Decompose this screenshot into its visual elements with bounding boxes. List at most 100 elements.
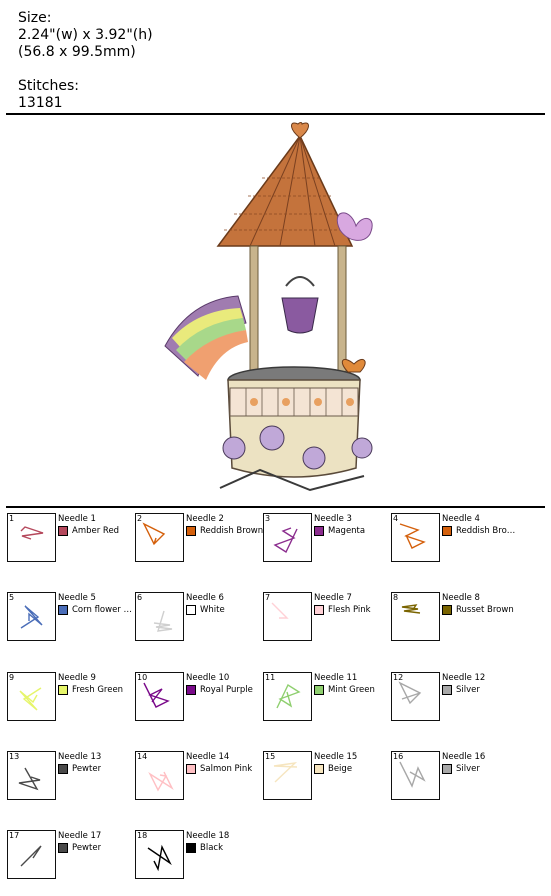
- stitch-path: [147, 844, 172, 872]
- needle-label: Needle 2: [186, 514, 224, 524]
- needle-number: 8: [393, 593, 399, 602]
- needle-thumbnail: 11: [263, 672, 312, 721]
- stitch-path: [20, 605, 43, 629]
- needle-number: 7: [265, 593, 271, 602]
- color-name: Royal Purple: [200, 685, 253, 695]
- needle-number: 1: [9, 514, 15, 523]
- color-swatch: [314, 685, 324, 695]
- color-swatch: [314, 526, 324, 536]
- color-swatch: [442, 605, 452, 615]
- needle-number: 18: [137, 831, 148, 840]
- stitch-path: [20, 845, 42, 867]
- color-swatch: [186, 605, 196, 615]
- stitch-path: [18, 767, 41, 791]
- color-swatch: [58, 843, 68, 853]
- needle-thumbnail: 15: [263, 751, 312, 800]
- stitch-path: [276, 683, 301, 709]
- color-name: Reddish Brown: [200, 526, 263, 536]
- color-name: Silver: [456, 685, 480, 695]
- color-swatch: [186, 764, 196, 774]
- stitch-path: [142, 522, 166, 546]
- needle-label: Needle 16: [442, 752, 486, 762]
- needle-thumbnail: 18: [135, 830, 184, 879]
- design-info: Size: 2.24"(w) x 3.92"(h) (56.8 x 99.5mm…: [18, 10, 153, 112]
- color-name: White: [200, 605, 225, 615]
- needle-thumbnail: 5: [7, 592, 56, 641]
- stitches-label: Stitches:: [18, 78, 79, 94]
- needle-stitch-preview: [273, 527, 298, 554]
- color-swatch: [186, 526, 196, 536]
- needle-number: 14: [137, 752, 148, 761]
- needle-thumbnail: 8: [391, 592, 440, 641]
- stitch-path: [153, 610, 173, 632]
- needle-label: Needle 12: [442, 673, 486, 683]
- size-mm: (56.8 x 99.5mm): [18, 44, 136, 60]
- color-swatch: [58, 605, 68, 615]
- needle-thumbnail: 10: [135, 672, 184, 721]
- color-swatch: [186, 843, 196, 853]
- stitch-path: [398, 681, 422, 705]
- color-name: Amber Red: [72, 526, 120, 536]
- top-divider: [6, 113, 545, 115]
- needle-stitch-preview: [20, 526, 44, 540]
- needle-stitch-preview: [271, 602, 289, 619]
- needle-thumbnail: 3: [263, 513, 312, 562]
- color-name: Beige: [328, 764, 353, 774]
- color-name: Mint Green: [328, 685, 375, 695]
- color-swatch: [314, 764, 324, 774]
- needle-stitch-preview: [273, 761, 298, 783]
- stitch-path: [20, 526, 44, 540]
- needle-stitch-preview: [143, 682, 170, 708]
- needle-label: Needle 8: [442, 593, 480, 603]
- needle-label: Needle 13: [58, 752, 102, 762]
- color-name: Pewter: [72, 843, 102, 853]
- needle-number: 2: [137, 514, 143, 523]
- needle-thumbnail: 13: [7, 751, 56, 800]
- stitch-path: [19, 687, 42, 711]
- needle-number: 13: [9, 752, 20, 761]
- needle-number: 6: [137, 593, 143, 602]
- color-name: Reddish Bro…: [456, 526, 516, 536]
- bottom-divider: [6, 506, 545, 508]
- needle-number: 9: [9, 673, 15, 682]
- color-swatch: [58, 526, 68, 536]
- needle-thumbnail: 2: [135, 513, 184, 562]
- embroidery-preview-image: [164, 122, 373, 492]
- needle-thumbnail: 12: [391, 672, 440, 721]
- needle-number: 3: [265, 514, 271, 523]
- stitch-path: [273, 527, 298, 554]
- color-name: Pewter: [72, 764, 102, 774]
- needle-stitch-preview: [401, 604, 421, 614]
- needle-thumbnail: 14: [135, 751, 184, 800]
- color-swatch: [442, 764, 452, 774]
- color-name: Magenta: [328, 526, 366, 536]
- needle-item: 2 Needle 2 Reddish Brown: [135, 513, 263, 563]
- needle-stitch-preview: [20, 845, 42, 867]
- stitch-path: [399, 761, 426, 788]
- needle-stitch-preview: [20, 605, 43, 629]
- needle-label: Needle 3: [314, 514, 352, 524]
- needle-label: Needle 17: [58, 831, 102, 841]
- needle-stitch-preview: [148, 771, 174, 792]
- stitch-path: [399, 523, 426, 549]
- color-swatch: [186, 685, 196, 695]
- needle-stitch-preview: [18, 767, 41, 791]
- needle-thumbnail: 17: [7, 830, 56, 879]
- needle-stitch-preview: [19, 687, 42, 711]
- needle-stitch-preview: [276, 683, 301, 709]
- needle-label: Needle 11: [314, 673, 358, 683]
- stitch-path: [401, 604, 421, 614]
- color-swatch: [314, 605, 324, 615]
- needle-stitch-preview: [142, 522, 166, 546]
